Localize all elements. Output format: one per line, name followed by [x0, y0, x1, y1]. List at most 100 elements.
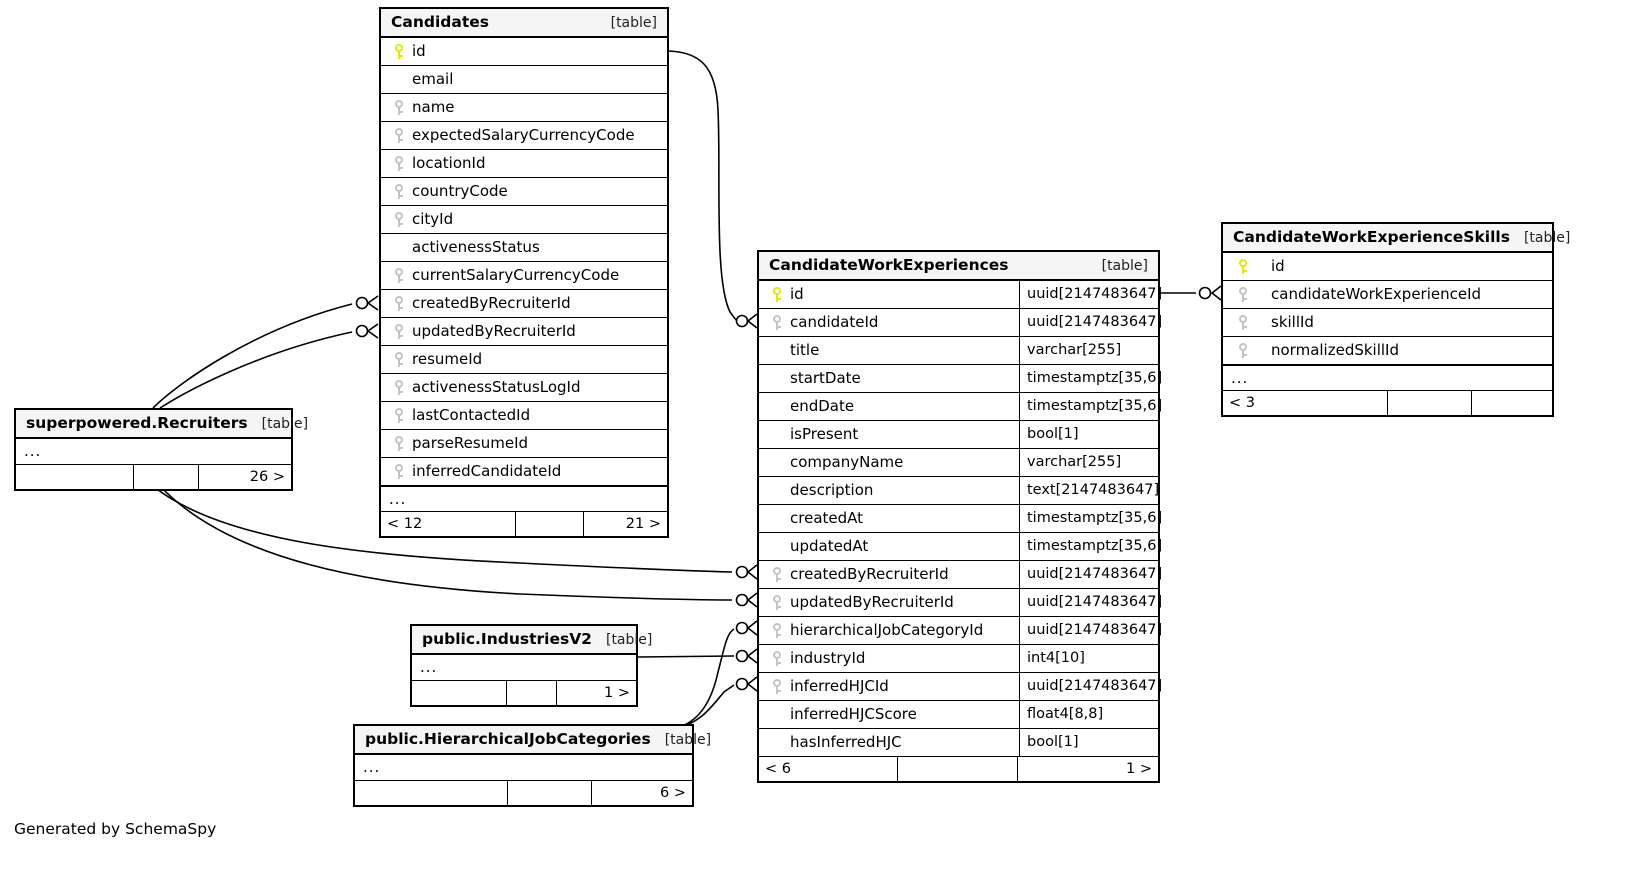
footer-middle — [508, 781, 592, 805]
column-type: uuid[2147483647] — [1019, 309, 1162, 336]
column-row[interactable]: createdAt timestamptz[35,6] — [759, 505, 1162, 533]
column-row[interactable]: inferredCandidateId — [381, 458, 667, 486]
more-columns-indicator: ... — [412, 655, 636, 681]
column-name: countryCode — [412, 182, 508, 200]
column-name: companyName — [790, 453, 904, 471]
table-candidateworkexperiences[interactable]: CandidateWorkExperiences [table] id uuid… — [757, 250, 1162, 783]
table-candidates[interactable]: Candidates [table] id email name exp — [379, 7, 669, 538]
column-left-cell: startDate — [759, 365, 1019, 392]
column-row[interactable]: skillId — [1223, 309, 1552, 337]
outgoing-relations-count[interactable]: 26 > — [249, 468, 285, 485]
column-row[interactable]: cityId — [381, 206, 667, 234]
column-row[interactable]: lastContactedId — [381, 402, 667, 430]
table-title: Candidates — [391, 13, 489, 31]
column-row[interactable]: startDate timestamptz[35,6] — [759, 365, 1162, 393]
column-left-cell: createdByRecruiterId — [759, 561, 1019, 588]
column-row[interactable]: normalizedSkillId — [1223, 337, 1552, 365]
column-left-cell: skillId — [1223, 309, 1552, 336]
column-left-cell: isPresent — [759, 421, 1019, 448]
column-row[interactable]: description text[2147483647] — [759, 477, 1159, 505]
column-row[interactable]: id uuid[2147483647] — [759, 281, 1162, 309]
incoming-relations-count[interactable]: < 6 — [759, 757, 898, 781]
outgoing-relations-count[interactable]: 6 > — [660, 784, 686, 801]
column-name: title — [790, 341, 820, 359]
column-row-candidate-id[interactable]: candidateId uuid[2147483647] — [759, 309, 1162, 337]
outgoing-relations-count[interactable]: 1 > — [1126, 760, 1152, 777]
column-row[interactable]: id — [381, 38, 667, 66]
column-row-updated-by-recruiter-id[interactable]: updatedByRecruiterId uuid[2147483647] — [759, 589, 1162, 617]
column-name: activenessStatusLogId — [412, 378, 581, 396]
primary-key-icon — [1233, 259, 1253, 274]
column-row[interactable]: activenessStatusLogId — [381, 374, 667, 402]
column-row-created-by-recruiter-id[interactable]: createdByRecruiterId — [381, 290, 667, 318]
column-name: createdByRecruiterId — [412, 294, 571, 312]
more-columns-indicator: ... — [381, 486, 667, 512]
column-row-created-by-recruiter-id[interactable]: createdByRecruiterId uuid[2147483647] — [759, 561, 1162, 589]
table-industriesv2[interactable]: public.IndustriesV2 [table] ... 1 > — [410, 624, 652, 707]
column-type: int4[10] — [1019, 645, 1158, 672]
column-type: varchar[255] — [1019, 337, 1158, 364]
incoming-relations-count[interactable] — [16, 465, 134, 489]
column-row[interactable]: id — [1223, 253, 1552, 281]
outgoing-relations-count[interactable] — [1472, 391, 1552, 415]
column-left-cell: name — [381, 94, 667, 121]
table-type-tag: [table] — [610, 15, 657, 31]
column-row[interactable]: inferredHJCScore float4[8,8] — [759, 701, 1158, 729]
column-row[interactable]: resumeId — [381, 346, 667, 374]
column-row[interactable]: email — [381, 66, 667, 94]
table-hierarchicaljobcategories[interactable]: public.HierarchicalJobCategories [table]… — [353, 724, 711, 807]
column-left-cell: normalizedSkillId — [1223, 337, 1552, 364]
outgoing-relations-count[interactable]: 21 > — [625, 515, 661, 532]
table-candidateworkexperienceskills[interactable]: CandidateWorkExperienceSkills [table] id… — [1221, 222, 1570, 417]
column-name: hierarchicalJobCategoryId — [790, 621, 984, 639]
edge-industriesv2-to-cwe-industryid — [637, 655, 735, 658]
foreign-key-icon — [1233, 287, 1253, 302]
column-left-cell: description — [759, 477, 1019, 504]
column-type: uuid[2147483647] — [1019, 617, 1162, 644]
table-recruiters[interactable]: superpowered.Recruiters [table] ... 26 > — [14, 408, 308, 491]
column-name: lastContactedId — [412, 406, 531, 424]
column-row[interactable]: companyName varchar[255] — [759, 449, 1158, 477]
column-row[interactable]: parseResumeId — [381, 430, 667, 458]
column-left-cell: updatedAt — [759, 533, 1019, 560]
column-row[interactable]: locationId — [381, 150, 667, 178]
column-name: currentSalaryCurrencyCode — [412, 266, 620, 284]
column-left-cell: updatedByRecruiterId — [759, 589, 1019, 616]
column-row[interactable]: updatedAt timestamptz[35,6] — [759, 533, 1162, 561]
incoming-relations-count[interactable]: < 3 — [1223, 391, 1388, 415]
column-row[interactable]: hasInferredHJC bool[1] — [759, 729, 1158, 757]
column-row-industry-id[interactable]: industryId int4[10] — [759, 645, 1158, 673]
column-row-updated-by-recruiter-id[interactable]: updatedByRecruiterId — [381, 318, 667, 346]
incoming-relations-count[interactable]: < 12 — [381, 512, 516, 536]
column-row[interactable]: countryCode — [381, 178, 667, 206]
column-name: description — [790, 481, 874, 499]
column-name: email — [412, 70, 454, 88]
column-row[interactable]: name — [381, 94, 667, 122]
column-row-candidate-work-experience-id[interactable]: candidateWorkExperienceId — [1223, 281, 1552, 309]
foreign-key-icon — [767, 567, 787, 582]
column-row-hierarchical-job-category-id[interactable]: hierarchicalJobCategoryId uuid[214748364… — [759, 617, 1162, 645]
column-left-cell: candidateId — [759, 309, 1019, 336]
column-name: skillId — [1271, 313, 1314, 331]
column-row[interactable]: currentSalaryCurrencyCode — [381, 262, 667, 290]
column-left-cell: countryCode — [381, 178, 667, 205]
column-name: cityId — [412, 210, 454, 228]
column-name: expectedSalaryCurrencyCode — [412, 126, 635, 144]
column-row[interactable]: activenessStatus — [381, 234, 667, 262]
column-row-inferred-hjc-id[interactable]: inferredHJCId uuid[2147483647] — [759, 673, 1162, 701]
column-row[interactable]: title varchar[255] — [759, 337, 1158, 365]
foreign-key-icon — [1233, 315, 1253, 330]
column-left-cell: industryId — [759, 645, 1019, 672]
table-type-tag: [table] — [261, 416, 309, 432]
table-type-tag: [table] — [664, 732, 712, 748]
column-row[interactable]: expectedSalaryCurrencyCode — [381, 122, 667, 150]
column-type: float4[8,8] — [1019, 701, 1158, 728]
column-type: timestamptz[35,6] — [1019, 505, 1162, 532]
incoming-relations-count[interactable] — [355, 781, 508, 805]
incoming-relations-count[interactable] — [412, 681, 507, 705]
table-title: superpowered.Recruiters — [26, 414, 248, 432]
outgoing-relations-count[interactable]: 1 > — [604, 684, 630, 701]
foreign-key-icon — [767, 623, 787, 638]
column-row[interactable]: endDate timestamptz[35,6] — [759, 393, 1162, 421]
column-row[interactable]: isPresent bool[1] — [759, 421, 1158, 449]
